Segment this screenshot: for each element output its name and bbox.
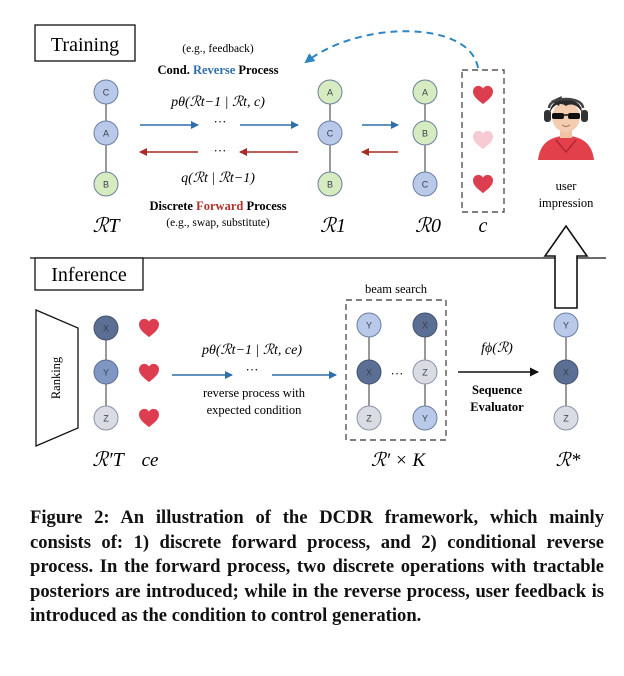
seq-rT-label: ℛT — [92, 215, 121, 237]
seq-node-label: X — [563, 368, 569, 378]
up-arrow-to-user — [543, 224, 589, 309]
seq-node-label: A — [103, 129, 109, 139]
input-rT-label: ℛ′T — [92, 449, 125, 471]
training-label-box — [34, 24, 136, 62]
dcdr-diagram: Training (e.g., feedback) Cond. Reverse … — [30, 24, 606, 471]
seq-node — [356, 405, 382, 431]
beam-column-1: Y X Z — [356, 312, 382, 431]
ranking-label: Ranking — [49, 356, 63, 399]
seq-node-label: A — [327, 88, 333, 98]
seq-r0-label: ℛ0 — [415, 215, 441, 237]
inference-section: Inference Ranking X Y Z ℛ′T ce pθ(ℛt−1 |… — [34, 257, 581, 471]
seq-node — [412, 171, 438, 197]
p-theta-ce-formula: pθ(ℛt−1 | ℛt, ce) — [201, 343, 302, 358]
user-label-line2: impression — [539, 196, 595, 210]
seq-node — [412, 359, 438, 385]
p-theta-formula: pθ(ℛt−1 | ℛt, c) — [170, 95, 265, 110]
reverse-text-line1: reverse process with — [203, 386, 306, 400]
seq-node-label: X — [422, 321, 428, 331]
seq-node-label: B — [103, 180, 109, 190]
user-avatar — [538, 96, 594, 160]
eg-ops-text: (e.g., swap, substitute) — [166, 217, 270, 229]
dots-bottom: ··· — [214, 143, 227, 158]
evaluator-line1: Sequence — [472, 383, 522, 397]
ce-label: ce — [142, 450, 159, 471]
inference-label: Inference — [51, 264, 127, 286]
seq-r1-label: ℛ1 — [320, 215, 346, 237]
discrete-forward-process-label: Discrete Forward Process — [149, 199, 286, 213]
f-phi-formula: fϕ(ℛ) — [481, 341, 513, 356]
sequence-r1: A C B ℛ1 — [317, 79, 346, 237]
seq-node-label: X — [366, 368, 372, 378]
seq-node — [412, 312, 438, 338]
seq-node-label: C — [422, 180, 429, 190]
heart-icon — [473, 174, 493, 194]
seq-node-label: Z — [103, 414, 109, 424]
dots-beam: ··· — [391, 366, 404, 381]
seq-node — [356, 312, 382, 338]
training-section: Training (e.g., feedback) Cond. Reverse … — [34, 24, 505, 237]
heart-icon — [473, 85, 493, 105]
seq-node — [317, 120, 343, 146]
seq-node-label: Z — [563, 414, 569, 424]
seq-node-label: B — [327, 180, 333, 190]
seq-node — [553, 312, 579, 338]
seq-node — [412, 79, 438, 105]
beam-search-box — [345, 299, 447, 441]
figure-caption: Figure 2: An illustration of the DCDR fr… — [30, 507, 604, 626]
ranking-block — [35, 309, 79, 447]
seq-node-label: B — [422, 129, 428, 139]
condition-box: c — [461, 69, 505, 237]
seq-node-label: C — [103, 88, 110, 98]
heart-faint-icon — [473, 130, 493, 150]
dots-inference: ··· — [246, 362, 259, 377]
eg-feedback-text: (e.g., feedback) — [182, 43, 254, 55]
seq-node-label: Y — [422, 414, 428, 424]
beam-label: ℛ′ × K — [371, 450, 427, 471]
user-label-line1: user — [556, 179, 578, 193]
seq-node — [317, 79, 343, 105]
seq-node — [553, 405, 579, 431]
seq-node — [93, 120, 119, 146]
condition-c-label: c — [479, 215, 488, 237]
heart-icon — [139, 318, 159, 338]
beam-column-2: X Z Y — [412, 312, 438, 431]
evaluator-line2: Evaluator — [470, 400, 524, 414]
training-label: Training — [51, 34, 119, 56]
inference-label-box — [34, 257, 144, 291]
output-label: ℛ* — [556, 450, 581, 471]
reverse-text-line2: expected condition — [207, 403, 303, 417]
seq-node — [93, 359, 119, 385]
seq-node — [93, 79, 119, 105]
seq-node-label: C — [327, 129, 334, 139]
q-formula: q(ℛt | ℛt−1) — [181, 171, 255, 186]
seq-node-label: Z — [366, 414, 372, 424]
seq-node — [412, 405, 438, 431]
feedback-dashed-arrow — [304, 30, 479, 69]
heart-icon — [139, 363, 159, 383]
seq-node — [93, 405, 119, 431]
seq-node-label: X — [103, 324, 109, 334]
sequence-r0: A B C ℛ0 — [412, 79, 441, 237]
seq-node — [317, 171, 343, 197]
sequence-rT: C A B ℛT — [92, 79, 121, 237]
dots-top: ··· — [214, 114, 227, 129]
seq-node-label: Z — [422, 368, 428, 378]
input-sequence: X Y Z ℛ′T — [92, 315, 126, 471]
seq-node-label: A — [422, 88, 428, 98]
seq-node-label: Y — [563, 321, 569, 331]
beam-search-label: beam search — [365, 282, 428, 296]
cond-reverse-process-label: Cond. Reverse Process — [158, 63, 279, 77]
seq-node — [93, 315, 119, 341]
seq-node — [93, 171, 119, 197]
seq-node — [553, 359, 579, 385]
seq-node-label: Y — [103, 368, 109, 378]
heart-icon — [139, 408, 159, 428]
seq-node — [412, 120, 438, 146]
output-sequence: Y X Z ℛ* — [553, 312, 581, 471]
seq-node-label: Y — [366, 321, 372, 331]
seq-node — [356, 359, 382, 385]
